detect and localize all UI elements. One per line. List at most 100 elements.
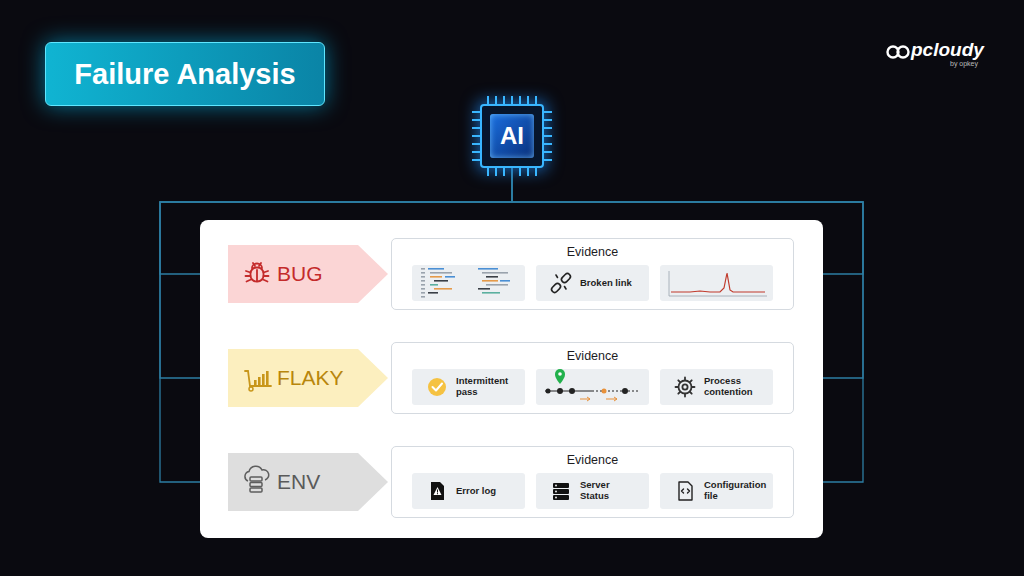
evidence-tile: Configuration file bbox=[660, 473, 773, 509]
chip-pins bbox=[472, 112, 480, 160]
timeline-tile bbox=[555, 369, 565, 384]
evidence-box: EvidenceError log Server Status Configurat… bbox=[391, 446, 794, 518]
evidence-tile: Intermittent pass bbox=[412, 369, 525, 405]
gear-icon bbox=[682, 384, 687, 389]
error-log-icon bbox=[437, 490, 438, 493]
code-snippet-tile bbox=[430, 272, 452, 274]
tag-arrow-shape bbox=[228, 349, 388, 407]
evidence-tile: Server Status bbox=[536, 473, 649, 509]
flaky-icon bbox=[245, 371, 271, 391]
config-file-icon bbox=[679, 482, 692, 500]
evidence-heading: Evidence bbox=[392, 453, 793, 467]
check-icon bbox=[428, 378, 446, 396]
evidence-box: EvidenceIntermittent passProcess content… bbox=[391, 342, 794, 414]
timeline-tile bbox=[592, 391, 640, 392]
category-label: BUG bbox=[277, 245, 323, 303]
timeline-tile bbox=[545, 390, 592, 391]
flaky-icon bbox=[266, 371, 269, 385]
category-tag: BUG bbox=[228, 245, 388, 303]
spike-chart-tile bbox=[660, 265, 773, 301]
timeline-tile bbox=[536, 369, 649, 405]
gear-icon bbox=[676, 378, 695, 397]
config-file-icon bbox=[679, 482, 692, 500]
code-snippet-tile bbox=[421, 280, 425, 282]
logo-text: pcloudy bbox=[911, 40, 984, 59]
code-snippet-tile bbox=[430, 284, 438, 286]
code-snippet-tile bbox=[421, 296, 425, 298]
logo-mark bbox=[888, 47, 909, 58]
bug-icon bbox=[256, 270, 258, 281]
logo-mark bbox=[898, 47, 909, 58]
env-icon bbox=[245, 466, 269, 481]
ai-chip: AI bbox=[480, 104, 544, 168]
gear-icon bbox=[676, 378, 695, 397]
chip-pins bbox=[488, 168, 536, 176]
broken-link-icon bbox=[550, 282, 561, 293]
server-icon bbox=[555, 491, 557, 493]
broken-link-icon bbox=[556, 275, 566, 289]
chip-pins bbox=[488, 96, 536, 104]
category-tag: FLAKY bbox=[228, 349, 388, 407]
code-snippet-tile bbox=[482, 272, 508, 274]
chip-label: AI bbox=[490, 114, 534, 158]
evidence-tile: Process contention bbox=[660, 369, 773, 405]
code-snippet-tile bbox=[500, 280, 510, 282]
server-icon bbox=[555, 497, 557, 499]
bug-icon bbox=[246, 263, 269, 282]
category-label: ENV bbox=[277, 453, 320, 511]
code-snippet-tile bbox=[412, 265, 525, 301]
broken-link-icon bbox=[550, 272, 571, 293]
spike-chart-tile bbox=[660, 265, 773, 301]
code-snippet-tile bbox=[428, 292, 438, 294]
code-snippet-tile bbox=[430, 276, 442, 278]
env-icon bbox=[250, 483, 262, 487]
timeline-tile bbox=[580, 397, 617, 401]
check-icon bbox=[433, 384, 443, 391]
code-snippet-tile bbox=[486, 276, 498, 278]
flaky-icon bbox=[254, 380, 257, 385]
bug-icon bbox=[246, 271, 252, 282]
code-snippet-tile bbox=[482, 280, 498, 282]
evidence-item-label: Configuration file bbox=[704, 473, 764, 509]
category-label: FLAKY bbox=[277, 349, 344, 407]
code-snippet-tile bbox=[478, 268, 498, 270]
code-snippet-tile bbox=[421, 268, 425, 270]
code-snippet-tile bbox=[482, 292, 500, 294]
evidence-box: EvidenceBroken link bbox=[391, 238, 794, 310]
timeline-tile bbox=[546, 389, 551, 394]
config-file-icon bbox=[682, 489, 690, 493]
check-icon bbox=[428, 378, 446, 396]
bug-icon bbox=[253, 263, 261, 266]
broken-link-icon bbox=[550, 272, 571, 293]
server-icon bbox=[553, 489, 569, 494]
code-snippet-tile bbox=[421, 292, 425, 294]
code-snippet-tile bbox=[412, 265, 525, 301]
evidence-item-label: Process contention bbox=[704, 369, 764, 405]
timeline-tile bbox=[557, 388, 563, 394]
error-log-icon bbox=[431, 482, 444, 500]
code-snippet-tile bbox=[478, 288, 490, 290]
timeline-tile bbox=[622, 388, 628, 394]
code-snippet-tile bbox=[421, 276, 425, 278]
timeline-tile bbox=[536, 369, 649, 405]
evidence-tile: Broken link bbox=[536, 265, 649, 301]
flaky-icon bbox=[258, 377, 261, 385]
code-snippet-tile bbox=[428, 268, 444, 270]
evidence-tile: Error log bbox=[412, 473, 525, 509]
env-icon bbox=[245, 466, 269, 492]
logo-mark bbox=[888, 47, 899, 58]
flaky-icon bbox=[262, 374, 265, 385]
code-snippet-tile bbox=[486, 284, 508, 286]
code-snippet-tile bbox=[434, 280, 448, 282]
error-log-icon bbox=[437, 493, 438, 494]
timeline-tile bbox=[569, 388, 575, 394]
flaky-icon bbox=[245, 371, 271, 386]
evidence-item-label: Error log bbox=[456, 473, 516, 509]
evidence-item-label: Server Status bbox=[580, 473, 640, 509]
spike-chart-tile bbox=[669, 271, 767, 296]
logo-subtext: by opkey bbox=[950, 60, 978, 67]
tag-arrow-shape bbox=[228, 453, 388, 511]
code-snippet-tile bbox=[434, 288, 452, 290]
